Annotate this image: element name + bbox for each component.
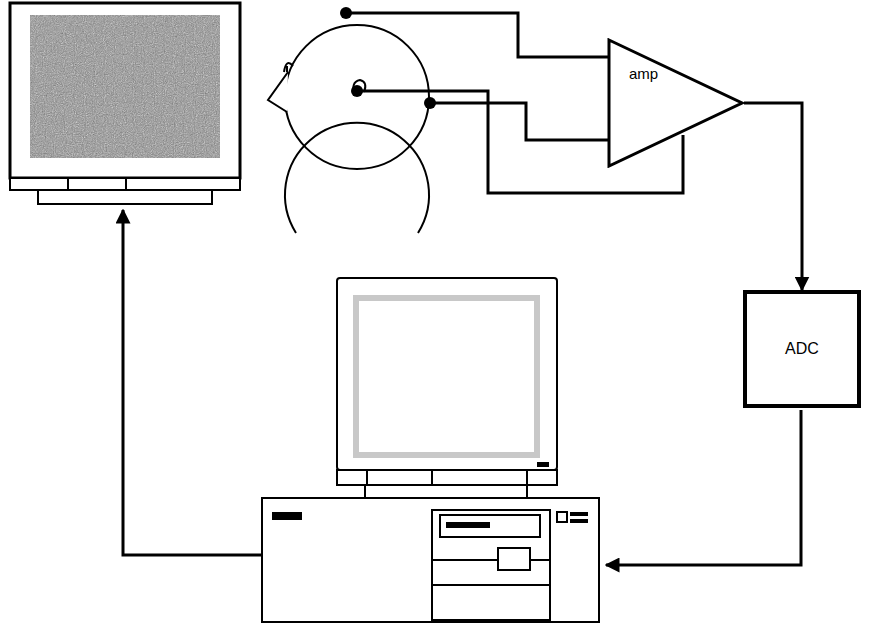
subject-head [268,25,429,233]
amplifier-triangle: amp [607,38,744,168]
electrode [340,7,436,109]
node-label: amp [629,65,658,82]
stimulus-monitor [10,3,240,204]
adc-box: ADC [743,290,861,408]
amplifier-outline [607,38,744,168]
node-label: ADC [785,340,819,358]
computer [262,278,599,622]
signal-wire [123,210,801,565]
signal-connector [744,103,802,290]
